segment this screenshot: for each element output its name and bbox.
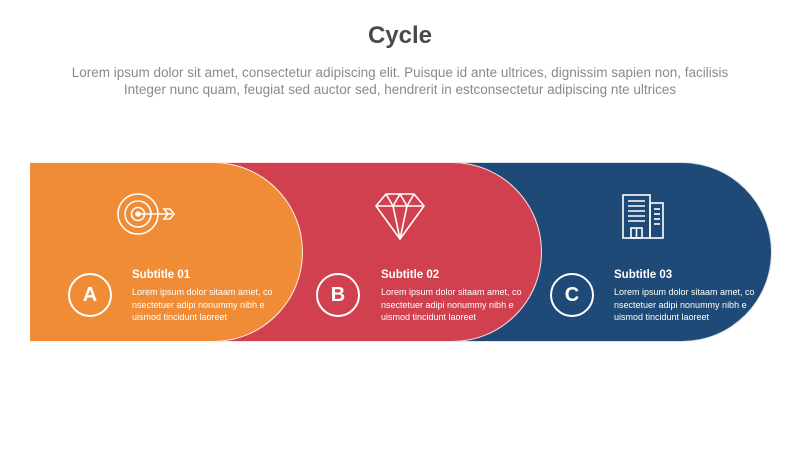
description-line: Lorem ipsum dolor sit amet, consectetur … [71, 65, 729, 80]
step-text-line: uismod tincidunt laoreet [614, 312, 710, 322]
step-subtitle-a: Subtitle 01 [132, 269, 191, 281]
step-badge-a: A [68, 273, 112, 317]
step-text-line: uismod tincidunt laoreet [132, 312, 228, 322]
step-text-b: Lorem ipsum dolor sitaam amet, co nsecte… [381, 286, 526, 324]
step-text-line: nsectetuer adipi nonummy nibh e [614, 299, 747, 310]
step-text-line: uismod tincidunt laoreet [381, 312, 477, 322]
page-title: Cycle [367, 22, 433, 49]
step-text-c: Lorem ipsum dolor sitaam amet, co nsecte… [614, 286, 759, 324]
step-subtitle-c: Subtitle 03 [614, 269, 673, 281]
description: Lorem ipsum dolor sit amet, consectetur … [40, 64, 760, 98]
step-text-line: Lorem ipsum dolor sitaam amet, co [381, 287, 522, 297]
description-line: Integer nunc quam, feugiat sed auctor se… [123, 82, 677, 97]
step-text-line: Lorem ipsum dolor sitaam amet, co [132, 287, 273, 297]
step-subtitle-b: Subtitle 02 [381, 269, 440, 281]
step-text-line: nsectetuer adipi nonummy nibh e [381, 299, 514, 310]
step-text-line: nsectetuer adipi nonummy nibh e [132, 299, 265, 310]
step-badge-c: C [550, 273, 594, 317]
step-text-line: Lorem ipsum dolor sitaam amet, co [614, 287, 755, 297]
step-badge-b: B [316, 273, 360, 317]
step-text-a: Lorem ipsum dolor sitaam amet, co nsecte… [132, 286, 277, 324]
